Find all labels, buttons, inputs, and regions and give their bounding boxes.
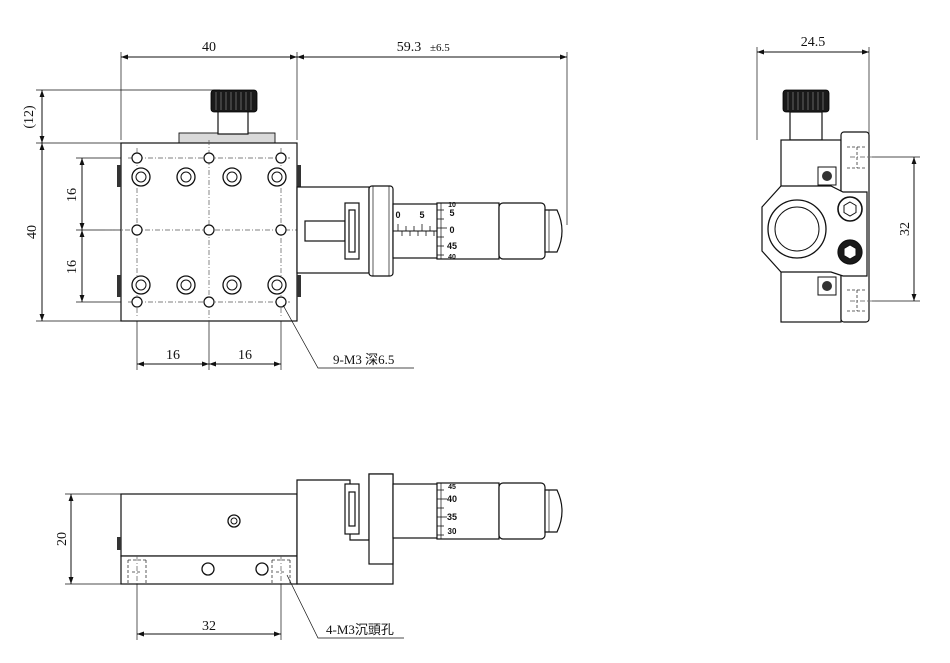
dim-width-label: 40 bbox=[202, 40, 216, 55]
front-thimble-label: 30 bbox=[448, 527, 457, 536]
side-knob-shaft bbox=[789, 111, 823, 141]
thimble-label: 10 bbox=[448, 202, 456, 209]
front-hole-icon bbox=[201, 562, 215, 576]
front-nut bbox=[368, 473, 394, 565]
front-hole-icon bbox=[255, 562, 269, 576]
thimble-label: 45 bbox=[447, 241, 457, 251]
spindle bbox=[304, 220, 346, 242]
dim-side-holes-label: 32 bbox=[898, 222, 913, 236]
leader-holes bbox=[282, 304, 414, 369]
front-thimble bbox=[436, 482, 500, 540]
thimble-grip bbox=[498, 202, 546, 260]
side-tab-icon bbox=[117, 165, 121, 187]
dim-side-width-label: 24.5 bbox=[801, 35, 826, 50]
hole-icon bbox=[131, 224, 143, 236]
front-thimble-grip bbox=[498, 482, 546, 540]
knob-shaft bbox=[217, 109, 249, 135]
cap-screw-icon bbox=[267, 167, 287, 187]
lock-collar-inner bbox=[348, 209, 356, 253]
dim-front-height-label: 20 bbox=[55, 532, 70, 546]
cap-screw-icon bbox=[222, 167, 242, 187]
cap-screw-icon bbox=[176, 275, 196, 295]
cap-screw-icon bbox=[176, 167, 196, 187]
front-thimble-label: 35 bbox=[447, 512, 457, 522]
side-tab-icon bbox=[117, 275, 121, 297]
micrometer-nut bbox=[368, 185, 394, 277]
thimble-label: 0 bbox=[449, 225, 454, 235]
front-thimble-label: 45 bbox=[448, 484, 456, 491]
front-view: 20 32 bbox=[55, 473, 563, 640]
side-tab-icon bbox=[297, 275, 301, 297]
knob-icon bbox=[210, 89, 258, 113]
hole-icon bbox=[275, 224, 287, 236]
dim-pitch-h2-label: 16 bbox=[238, 348, 252, 363]
cap-screw-icon bbox=[222, 275, 242, 295]
cap-screw-icon bbox=[131, 275, 151, 295]
thimble-label: 5 bbox=[449, 208, 454, 218]
dim-travel-tolerance: ±6.5 bbox=[430, 42, 450, 54]
bore-inner-icon bbox=[774, 206, 820, 252]
dim-pitch-h1-label: 16 bbox=[166, 348, 180, 363]
dim-pitch-v2-label: 16 bbox=[65, 260, 80, 274]
side-knob-icon bbox=[782, 89, 830, 113]
note-counterbore: 4-M3沉頭孔 bbox=[326, 622, 394, 637]
ratchet-cap bbox=[544, 209, 563, 253]
front-thimble-label: 40 bbox=[447, 494, 457, 504]
dim-pitch-v1-label: 16 bbox=[65, 188, 80, 202]
front-stage-body bbox=[120, 493, 298, 557]
hole-icon bbox=[275, 152, 287, 164]
dim-knob-label: (12) bbox=[22, 105, 37, 129]
note-holes: 9-M3 深6.5 bbox=[333, 352, 394, 367]
hole-icon bbox=[203, 152, 215, 164]
dim-travel-label: 59.3 bbox=[397, 40, 422, 55]
hole-icon bbox=[203, 296, 215, 308]
thimble-label: 40 bbox=[448, 254, 456, 261]
front-ratchet-cap bbox=[544, 489, 563, 533]
dim-front-holes-label: 32 bbox=[202, 619, 216, 634]
scale-label-0: 0 bbox=[395, 210, 400, 220]
front-sleeve bbox=[392, 483, 440, 539]
leader-counterbore bbox=[286, 574, 404, 639]
top-view: 40 59.3 ±6.5 (12) 40 16 16 16 16 bbox=[22, 40, 568, 370]
scale-label-5: 5 bbox=[419, 210, 424, 220]
side-view: 24.5 32 bbox=[756, 35, 920, 323]
side-tab-icon bbox=[297, 165, 301, 187]
dim-height-label: 40 bbox=[25, 225, 40, 239]
cap-screw-icon bbox=[131, 167, 151, 187]
front-collar-inner bbox=[348, 491, 356, 527]
hole-icon bbox=[275, 296, 287, 308]
cap-screw-icon bbox=[267, 275, 287, 295]
clamp-plate bbox=[178, 132, 276, 145]
micrometer-top: 0 5 10 5 0 45 40 bbox=[296, 185, 563, 277]
hole-icon bbox=[131, 296, 143, 308]
cap-screws bbox=[131, 167, 287, 295]
hole-icon bbox=[203, 224, 215, 236]
m3-holes bbox=[131, 152, 287, 308]
hole-icon bbox=[131, 152, 143, 164]
